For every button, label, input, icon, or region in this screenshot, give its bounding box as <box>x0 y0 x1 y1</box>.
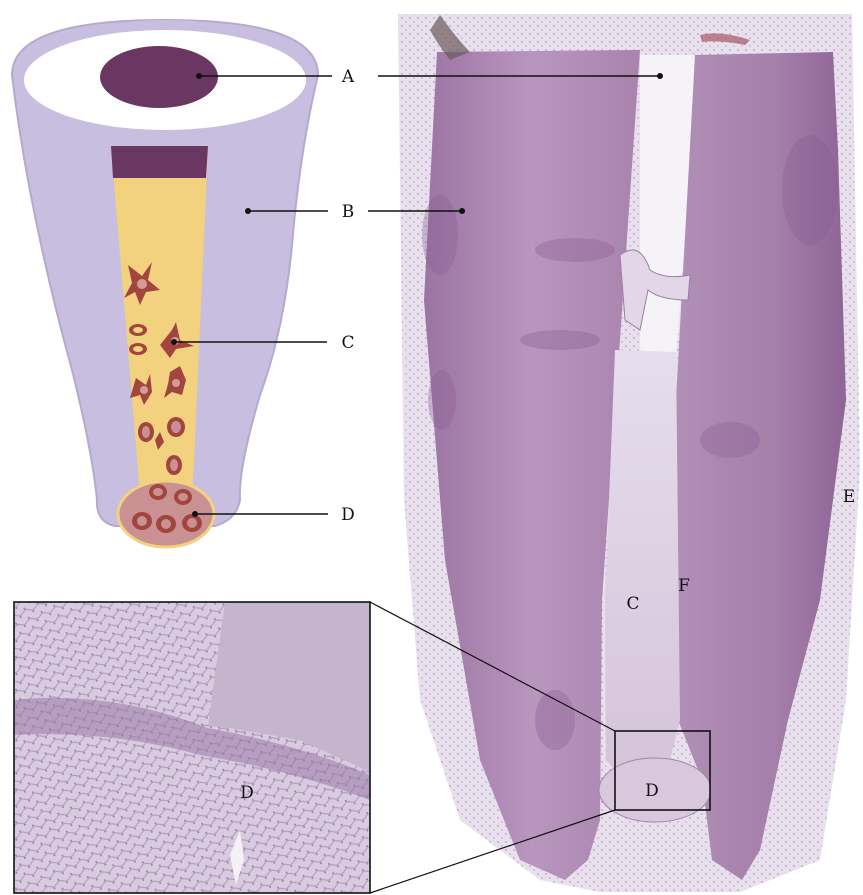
pulp-tissue <box>605 350 680 790</box>
label-e: E <box>843 487 855 507</box>
label-d-inset: D <box>240 783 254 803</box>
label-f: F <box>678 576 690 596</box>
label-b: B <box>342 202 355 222</box>
label-c: C <box>341 333 354 353</box>
label-d: D <box>341 505 355 525</box>
pulp-channel-cap <box>111 146 208 178</box>
label-a: A <box>341 67 355 87</box>
label-d-histology: D <box>645 781 659 801</box>
inset-magnified <box>14 602 370 893</box>
label-c-histology: C <box>626 594 639 614</box>
schematic-tooth <box>12 20 318 547</box>
histology-section <box>398 14 860 892</box>
